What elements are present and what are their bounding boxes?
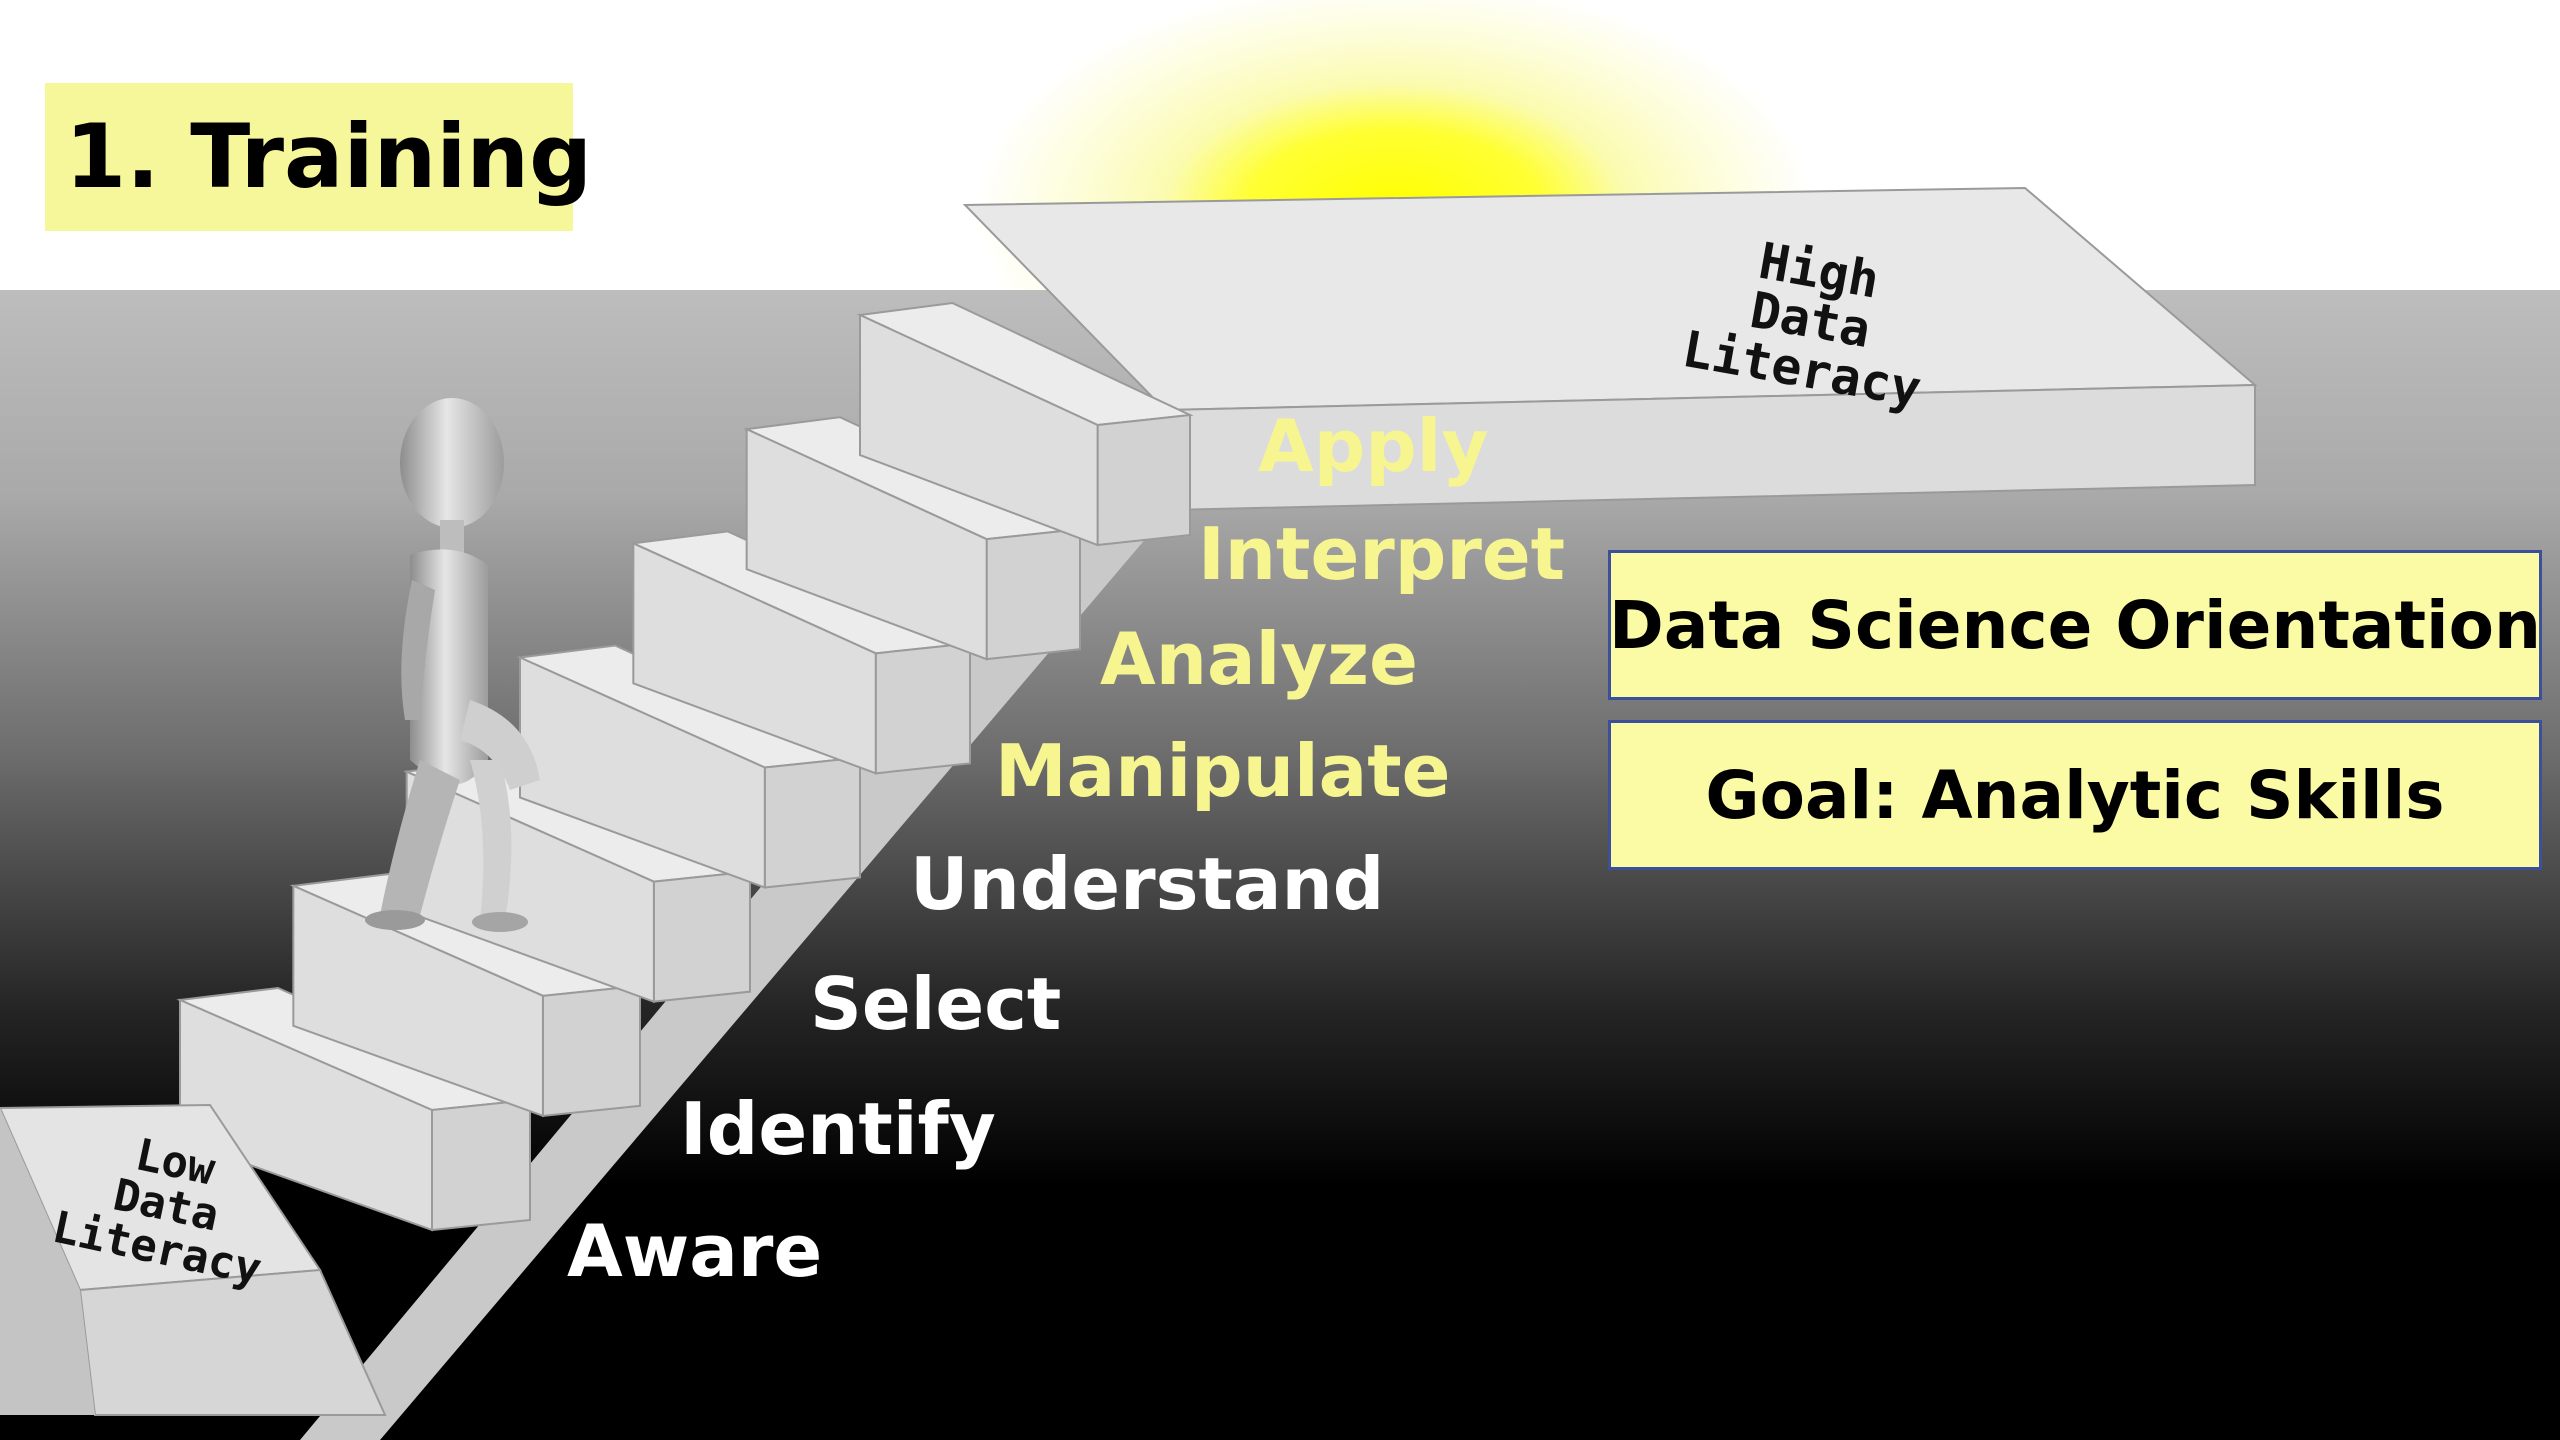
stair-side [632, 541, 877, 775]
figure-icon [365, 398, 540, 932]
step-label-manipulate: Manipulate [995, 729, 1451, 813]
stair-riser [985, 528, 1081, 661]
stair-riser [874, 642, 971, 775]
step-label-identify: Identify [680, 1087, 996, 1171]
step-label-analyze: Analyze [1100, 617, 1418, 701]
stair-riser [541, 984, 641, 1117]
orientation-label: Data Science Orientation [1609, 586, 2541, 664]
slide-title: 1. Training [65, 105, 593, 208]
orientation-box: Data Science Orientation [1608, 550, 2542, 700]
stair-side [179, 998, 433, 1232]
stair-side [859, 313, 1099, 547]
stair-riser [763, 756, 861, 889]
stair-riser [652, 870, 751, 1003]
step-label-interpret: Interpret [1198, 512, 1566, 596]
stair-riser [1096, 413, 1191, 547]
step-label-understand: Understand [910, 842, 1385, 926]
stairs [176, 301, 1194, 1232]
top-platform [962, 186, 2258, 412]
stair-riser [431, 1098, 531, 1232]
step-label-aware: Aware [567, 1209, 823, 1293]
stair-side [745, 427, 988, 661]
title-box: 1. Training [45, 83, 592, 231]
step-label-apply: Apply [1258, 404, 1489, 488]
bottom-landing-side [0, 1108, 95, 1415]
goal-box: Goal: Analytic Skills [1608, 720, 2542, 870]
stair-side [292, 884, 544, 1118]
step-label-select: Select [810, 962, 1062, 1046]
goal-label: Goal: Analytic Skills [1705, 756, 2445, 834]
